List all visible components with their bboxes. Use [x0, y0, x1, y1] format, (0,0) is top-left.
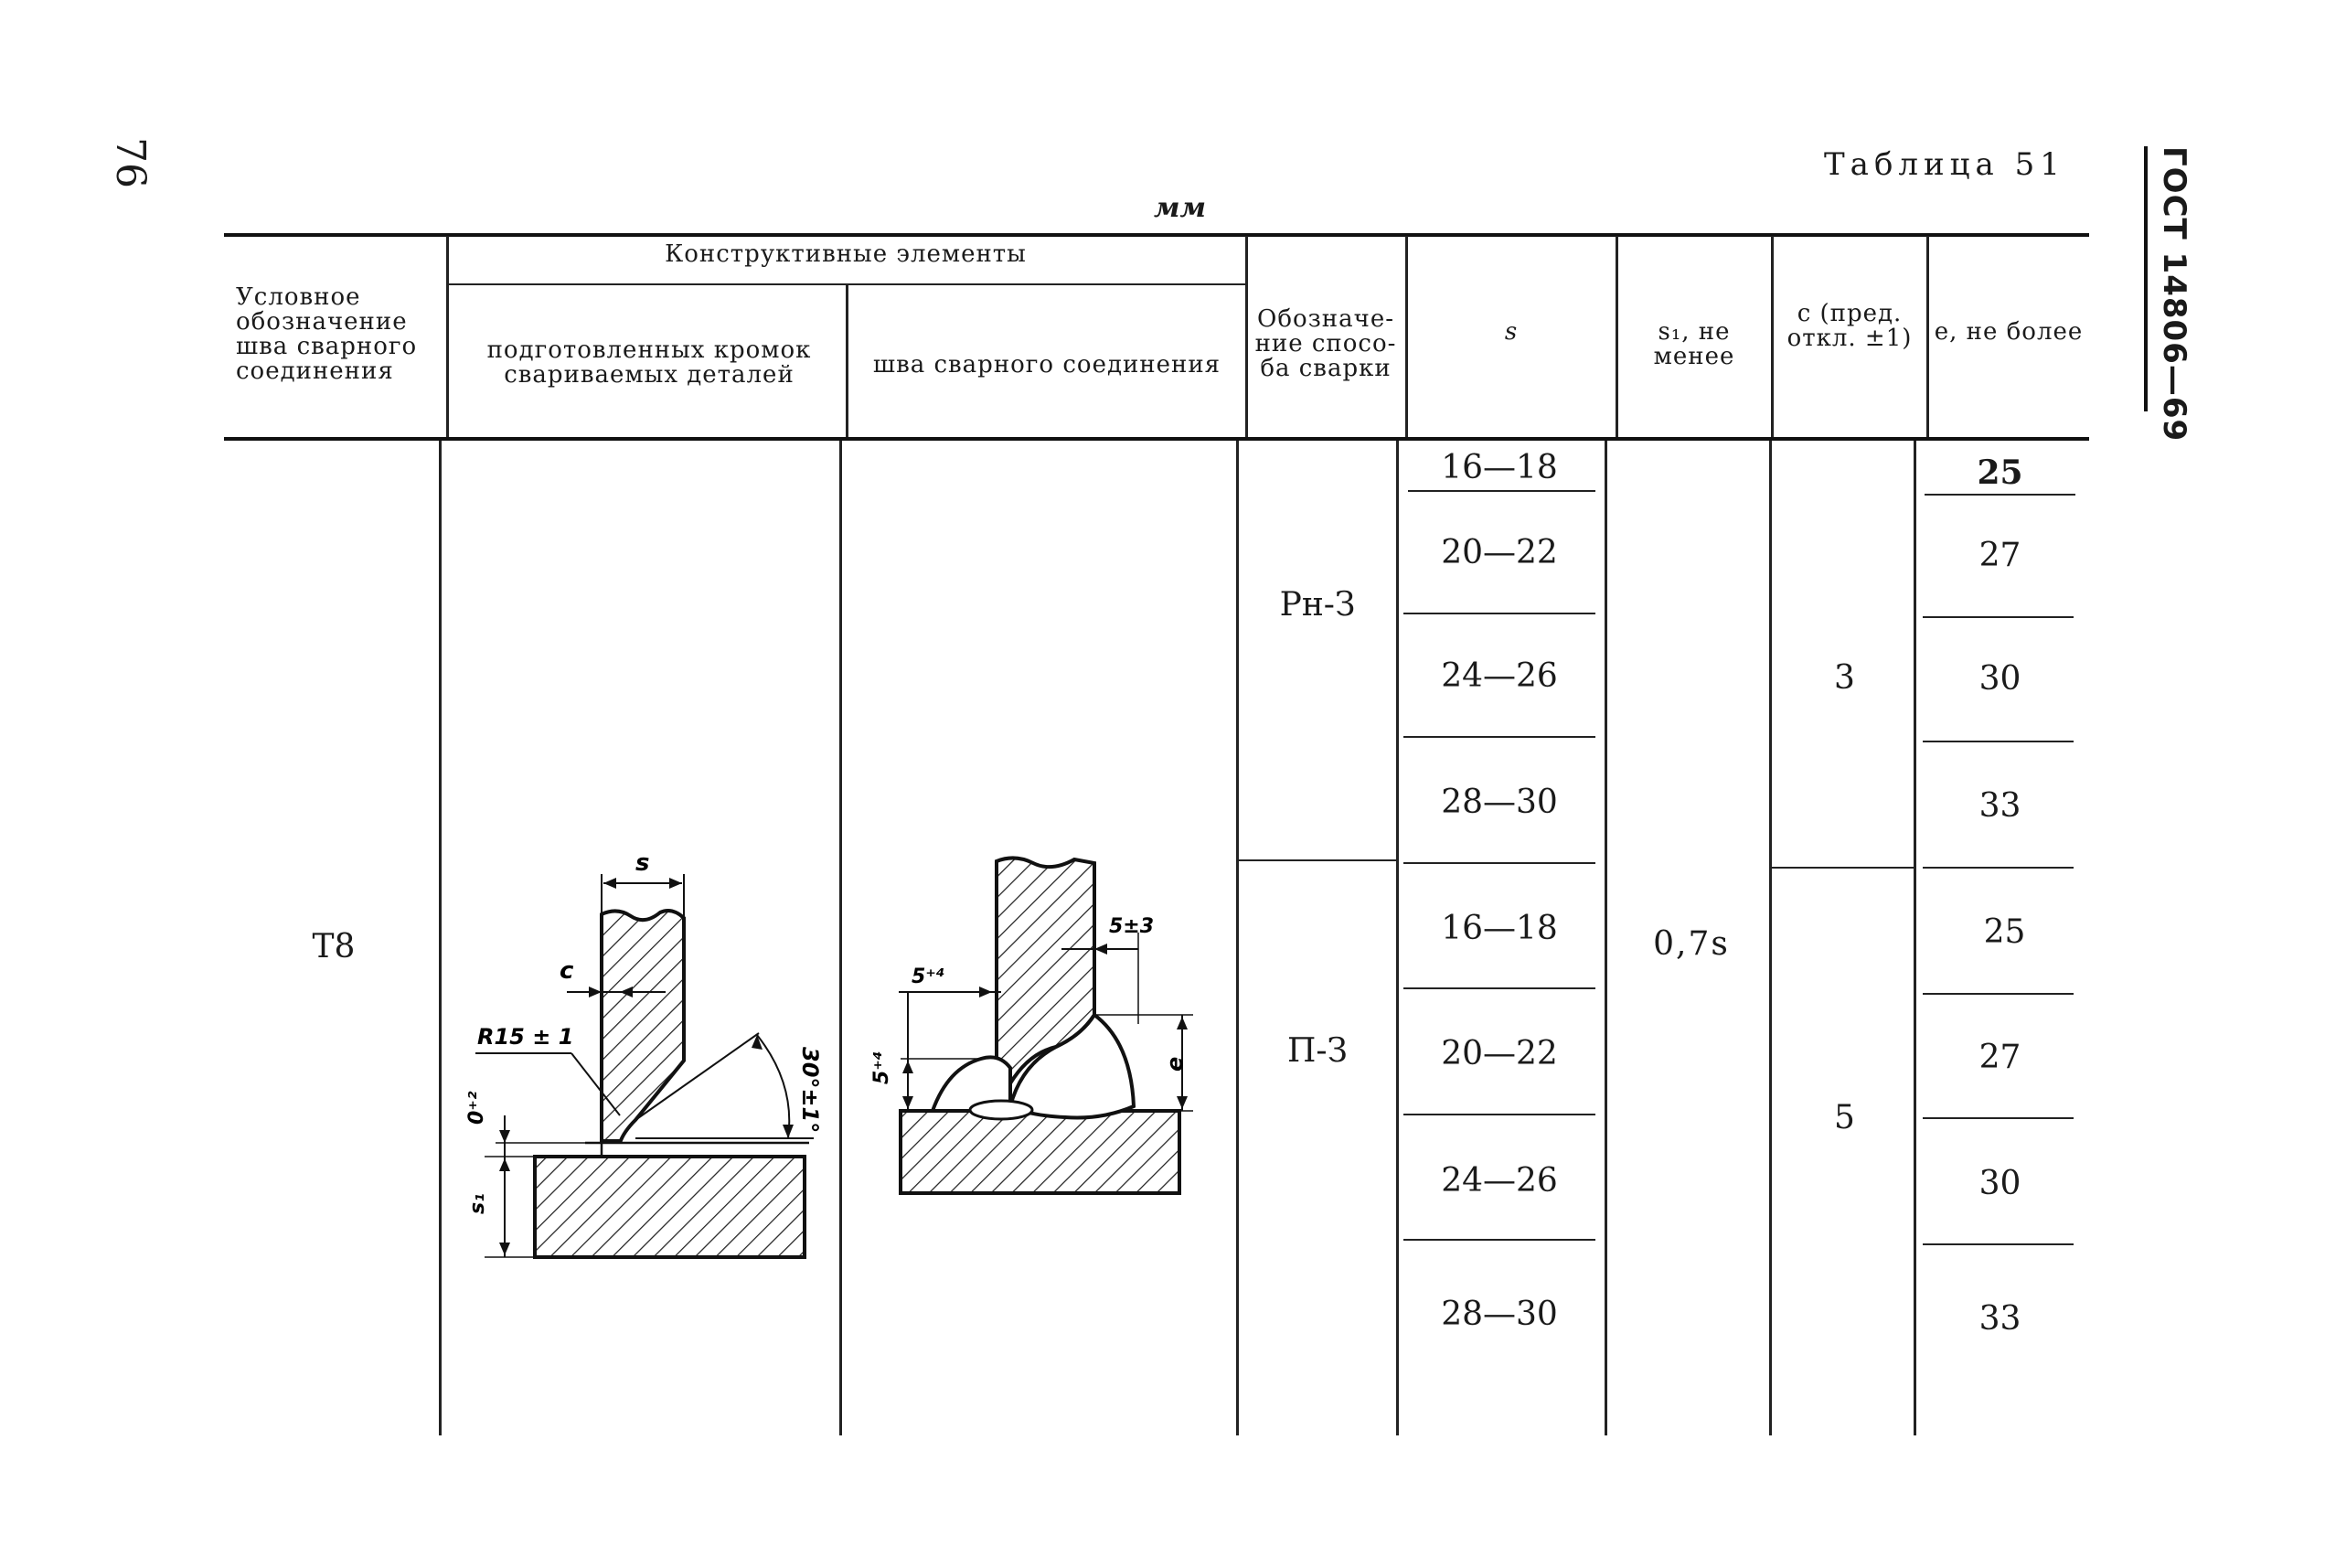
- e-value: 33: [1978, 787, 2021, 825]
- edge-preparation-drawing: s c R15 ± 1 30°±1° 0⁺² s₁: [465, 849, 823, 1259]
- header-e: e, не более: [1934, 318, 2084, 346]
- s-rule-5: [1403, 987, 1595, 989]
- label-c: c: [560, 957, 574, 985]
- s-rule-1: [1408, 490, 1595, 492]
- label-gap: 0⁺²: [465, 1091, 488, 1125]
- page-number: 76: [107, 137, 154, 188]
- c-value-group-2: 5: [1834, 1099, 1855, 1136]
- label-dim-5-4-side: 5⁺⁴: [870, 1051, 893, 1084]
- hdr-vline-5: [1616, 236, 1618, 437]
- e-rule-2: [1923, 616, 2074, 618]
- hdr-vline-7: [1926, 236, 1929, 437]
- table-title: Таблица 51: [1824, 146, 2065, 183]
- label-dim-5-3: 5±3: [1109, 915, 1154, 938]
- hdr-vline-3: [1245, 236, 1248, 437]
- units-label: мм: [1154, 192, 1207, 224]
- e-rule-6: [1923, 1117, 2074, 1119]
- label-s1: s₁: [466, 1193, 489, 1214]
- e-value: 27: [1978, 537, 2021, 574]
- s-rule-2: [1403, 613, 1595, 614]
- s-value: 24—26: [1441, 657, 1558, 695]
- standard-rule: [2144, 146, 2148, 411]
- header-method: Обозначе-ние спосо-ба сварки: [1254, 305, 1397, 382]
- header-designation: Условное обозначение шва сварного соедин…: [236, 283, 418, 385]
- label-radius: R15 ± 1: [477, 1024, 573, 1050]
- s-value: 16—18: [1441, 910, 1558, 947]
- header-c: c (пред. откл. ±1): [1786, 300, 1913, 352]
- label-s: s: [635, 849, 649, 877]
- hdr-vline-4: [1405, 236, 1408, 437]
- s-value: 28—30: [1441, 784, 1558, 821]
- hdr-vline-6: [1771, 236, 1774, 437]
- s1-value: 0,7s: [1653, 925, 1730, 963]
- e-value: 25: [1977, 453, 2023, 492]
- table-top-rule: [224, 233, 2089, 237]
- label-e: e: [1162, 1057, 1188, 1072]
- header-weld: шва сварного соединения: [872, 351, 1221, 379]
- body-vline-6: [1769, 441, 1772, 1435]
- s-rule-4: [1403, 862, 1595, 864]
- header-s: s: [1504, 318, 1519, 346]
- weld-joint-drawing: 5±3 e 5⁺⁴ 5⁺⁴: [870, 856, 1193, 1195]
- s-value: 24—26: [1441, 1162, 1558, 1200]
- s-value: 16—18: [1441, 449, 1558, 486]
- body-vline-7: [1914, 441, 1916, 1435]
- body-vline-5: [1605, 441, 1607, 1435]
- designation-value: Т8: [312, 928, 356, 965]
- body-vline-1: [439, 441, 442, 1435]
- standard-label: ГОСТ 14806—69: [2156, 146, 2192, 443]
- e-rule-4: [1923, 867, 2074, 869]
- s-rule-3: [1403, 736, 1595, 738]
- header-s1: s₁, не менее: [1653, 318, 1735, 370]
- e-value: 33: [1978, 1300, 2021, 1338]
- header-prepared-edges: подготовленных кромок свариваемых детале…: [486, 336, 812, 389]
- e-rule-7: [1923, 1243, 2074, 1245]
- e-rule-1: [1925, 494, 2075, 496]
- s-rule-7: [1403, 1239, 1595, 1241]
- label-angle: 30°±1°: [797, 1047, 823, 1133]
- e-value: 25: [1983, 913, 2026, 951]
- hdr-vline-2: [846, 285, 848, 437]
- method-group-rule: [1239, 859, 1396, 861]
- header-bottom-rule: [224, 437, 2089, 441]
- body-vline-2: [839, 441, 842, 1435]
- design-elements-rule: [446, 283, 1246, 285]
- c-group-rule: [1772, 867, 1914, 869]
- hdr-vline-1: [446, 236, 449, 437]
- c-value-group-1: 3: [1834, 659, 1855, 697]
- e-rule-5: [1923, 993, 2074, 995]
- s-value: 28—30: [1441, 1296, 1558, 1333]
- e-rule-3: [1923, 741, 2074, 742]
- label-dim-5-4-top: 5⁺⁴: [912, 965, 945, 988]
- header-design-elements: Конструктивные элементы: [665, 240, 1027, 268]
- e-value: 30: [1978, 1165, 2021, 1202]
- s-rule-6: [1403, 1114, 1595, 1115]
- method-group-1: Рн-З: [1279, 586, 1356, 624]
- body-vline-3: [1236, 441, 1239, 1435]
- s-value: 20—22: [1441, 1035, 1558, 1072]
- method-group-2: П-З: [1287, 1032, 1348, 1070]
- body-vline-4: [1396, 441, 1399, 1435]
- e-value: 30: [1978, 660, 2021, 698]
- s-value: 20—22: [1441, 534, 1558, 571]
- e-value: 27: [1978, 1039, 2021, 1076]
